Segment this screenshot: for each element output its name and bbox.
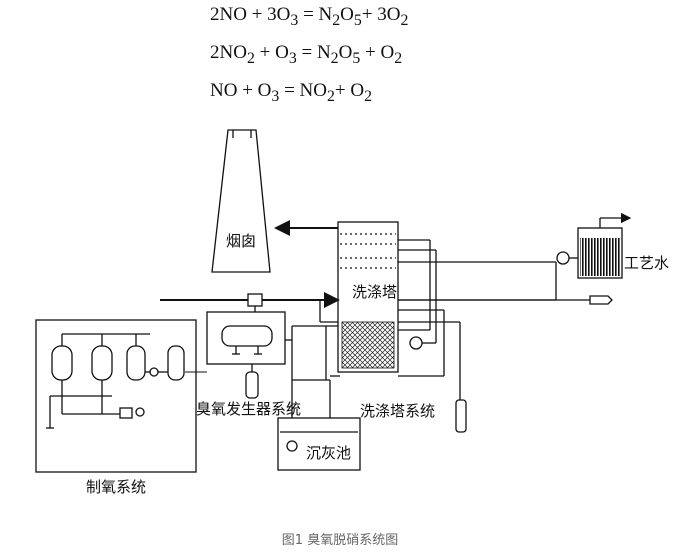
scrubber-system-label: 洗涤塔系统 [360,402,435,420]
figure-caption: 图1 臭氧脱硝系统图 [281,533,399,548]
water-pump [556,251,570,265]
process-water-label: 工艺水 [624,254,669,272]
equation-2: 2NO2 + O3 = N2O5 + O2 [210,42,403,67]
oxygen-system-box [35,319,207,473]
settling-pond-label: 沉灰池 [306,444,351,462]
equation-3: NO + O3 = NO2+ O2 [210,80,373,105]
oxygen-tank-2 [91,345,113,381]
process-water-tank [577,212,632,279]
scrubber-tower [337,221,431,373]
ozone-system-label: 臭氧发生器系统 [196,400,301,418]
equation-1: 2NO + 3O3 = N2O5+ 3O2 [210,4,409,29]
level-gauge [455,399,467,433]
circulation-pump [409,336,423,350]
oxygen-tank-4 [167,345,185,381]
oxygen-tank-3 [126,345,146,381]
settling-pond [277,417,361,471]
ozone-injector [247,293,263,307]
oxygen-tank-1 [51,345,73,381]
ozone-generator-box [206,311,286,399]
outlet-nozzle [589,295,613,305]
oxygen-system-label: 制氧系统 [86,478,146,496]
chimney [211,129,271,273]
scrubber-label: 洗涤塔 [352,283,397,301]
chimney-label: 烟囱 [226,232,256,250]
